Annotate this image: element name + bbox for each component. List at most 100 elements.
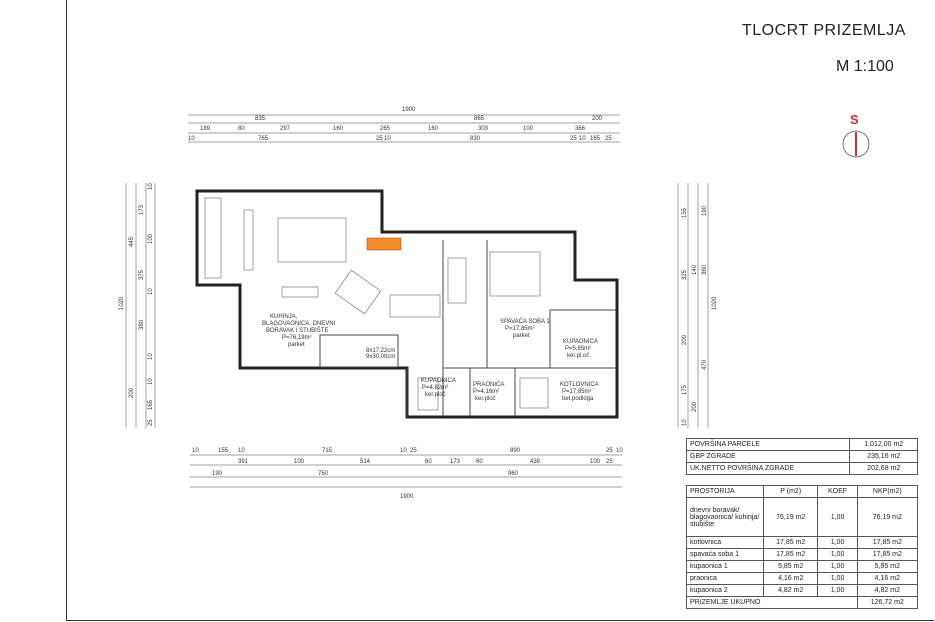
cell: 1,00 (817, 548, 858, 561)
bot-dim-10d: 10 (616, 448, 623, 454)
cell: 17,85 m2 (856, 548, 919, 561)
top-dim-297: 297 (280, 126, 291, 132)
cell: kupaonica 2 (686, 584, 764, 597)
top-dim-80: 80 (238, 126, 245, 132)
cell: 76,19 m2 (762, 497, 819, 537)
laundry-label-2: P=4,16m² (473, 389, 499, 395)
cell: spavaća soba 1 (686, 548, 764, 561)
right-dim-0: 155 (682, 207, 688, 218)
total-value: 126,72 m2 (856, 596, 919, 609)
cell: 1,00 (817, 536, 858, 549)
bot-dim-10b: 10 (238, 448, 245, 454)
bottom-dimensions (190, 454, 622, 488)
left-dim-1: 173 (139, 204, 145, 215)
bot-dim-10c: 10 (400, 448, 407, 454)
bot-dim-190: 190 (212, 471, 223, 477)
right-dim-2: 325 (682, 269, 688, 280)
boiler-label-3: bet.podloga (562, 396, 594, 402)
top-dim-10b: 10 (384, 136, 391, 142)
table-total-row: PRIZEMLJE UKUPNO 126,72 m2 (686, 596, 919, 609)
bot-dim-60: 60 (425, 459, 432, 465)
left-dim-3: 100 (148, 233, 154, 244)
right-dim-3: 140 (692, 264, 698, 275)
room-labels: KUHINJA, BLAGOVAONICA, DNEVNI BORAVAK I … (262, 314, 599, 402)
bottom-dim-labels: 10 155 10 715 10 25 890 25 10 391 100 51… (192, 448, 623, 500)
summary-value: 235,16 m2 (849, 450, 918, 463)
kitchen-label-3: BORAVAK I STUBIŠTE (266, 327, 328, 334)
cell: 1,00 (817, 584, 858, 597)
bot-dim-100: 100 (294, 459, 305, 465)
laundry-label-1: PRAONICA (473, 382, 504, 388)
top-dim-830: 830 (470, 136, 481, 142)
cell: 4,82 m2 (762, 584, 819, 597)
left-dim-8: 10 (148, 353, 154, 360)
top-dim-865: 865 (474, 116, 485, 122)
top-dim-10: 10 (188, 136, 195, 142)
top-dim-189: 189 (200, 126, 211, 132)
bath2-label-2: P=4,82m² (422, 385, 448, 391)
top-dimensions (188, 114, 620, 143)
bath2-label-3: ker.ploč (425, 392, 446, 398)
cell: 1,00 (817, 560, 858, 573)
interior-walls (319, 240, 617, 417)
right-dim-10: 10 (682, 419, 688, 426)
cell: 17,85 m2 (762, 536, 819, 549)
kitchen-label-2: BLAGOVAONICA, DNEVNI (262, 321, 336, 327)
boiler-label-1: KOTLOVNICA (560, 382, 599, 388)
cell: 4,82 m2 (856, 584, 919, 597)
right-dim-9: 200 (692, 401, 698, 412)
building-walls (195, 189, 619, 419)
left-dim-4: 10 (148, 288, 154, 295)
summary-value: 1.012,00 m2 (849, 438, 918, 451)
bot-dim-60b: 60 (476, 459, 483, 465)
kitchen-label-4: P=76,19m² (282, 335, 312, 341)
left-dim-9: 200 (129, 387, 135, 398)
top-dim-25a: 25 (376, 136, 383, 142)
furniture (204, 197, 549, 411)
table-row: dnevni boravak/ blagovaonica/ kuhinja/ s… (686, 497, 919, 537)
drawing-scale: M 1:100 (836, 58, 894, 75)
bot-dim-890: 890 (510, 448, 521, 454)
bot-dim-25b: 25 (606, 448, 613, 454)
top-dim-labels: 1900 835 865 200 189 80 297 160 265 160 … (188, 107, 612, 142)
bot-dim-514: 514 (360, 459, 371, 465)
cell: 76,19 m2 (856, 497, 919, 537)
top-dim-835: 835 (255, 116, 266, 122)
summary-label: GBP ZGRADE (685, 450, 851, 463)
laundry-label-3: ker.ploč (475, 396, 496, 402)
top-dim-160b: 160 (428, 126, 439, 132)
bot-dim-total: 1900 (400, 494, 414, 500)
top-dim-303: 303 (478, 126, 489, 132)
summary-table: POVRŠINA PARCELE 1.012,00 m2 GBP ZGRADE … (685, 438, 918, 475)
left-dim-0: 10 (148, 183, 154, 190)
kitchen-label-5: parket (288, 342, 305, 348)
top-dim-25c: 25 (605, 136, 612, 142)
bot-dim-715: 715 (322, 448, 333, 454)
top-dim-25b: 25 (570, 136, 577, 142)
bedroom-label-1: SPAVAĆA SOBA 1 (500, 318, 550, 325)
summary-label: UK.NETTO POVRŠINA ZGRADE (685, 462, 851, 475)
right-dim-7: 470 (702, 359, 708, 370)
summary-row: GBP ZGRADE 235,16 m2 (685, 450, 918, 463)
top-dim-366: 366 (575, 126, 586, 132)
summary-row: POVRŠINA PARCELE 1.012,00 m2 (685, 438, 918, 451)
table-row: spavaća soba 1 17,85 m2 1,00 17,85 m2 (686, 548, 919, 561)
cell: kotlovnica (686, 536, 764, 549)
right-dim-8: 175 (682, 384, 688, 395)
left-dim-7: 380 (139, 319, 145, 330)
bot-dim-100b: 100 (590, 459, 601, 465)
stairs-label-1: 8x17,22cm (366, 348, 395, 354)
bot-dim-750: 750 (318, 471, 329, 477)
cell: 17,85 m2 (762, 548, 819, 561)
bot-dim-10: 10 (192, 448, 199, 454)
top-dim-165: 165 (590, 136, 601, 142)
north-arrow-icon (842, 130, 870, 158)
right-dimensions (677, 183, 709, 428)
cell: praonica (686, 572, 764, 585)
right-dim-4: 360 (702, 264, 708, 275)
cell: 4,16 m2 (856, 572, 919, 585)
total-label: PRIZEMLJE UKUPNO (686, 596, 858, 609)
cell: kupaonica 1 (686, 560, 764, 573)
bath1-label-3: ker.pl.oč (567, 353, 589, 359)
left-dim-labels: 10 173 445 100 10 375 1020 380 10 200 10… (119, 183, 154, 426)
